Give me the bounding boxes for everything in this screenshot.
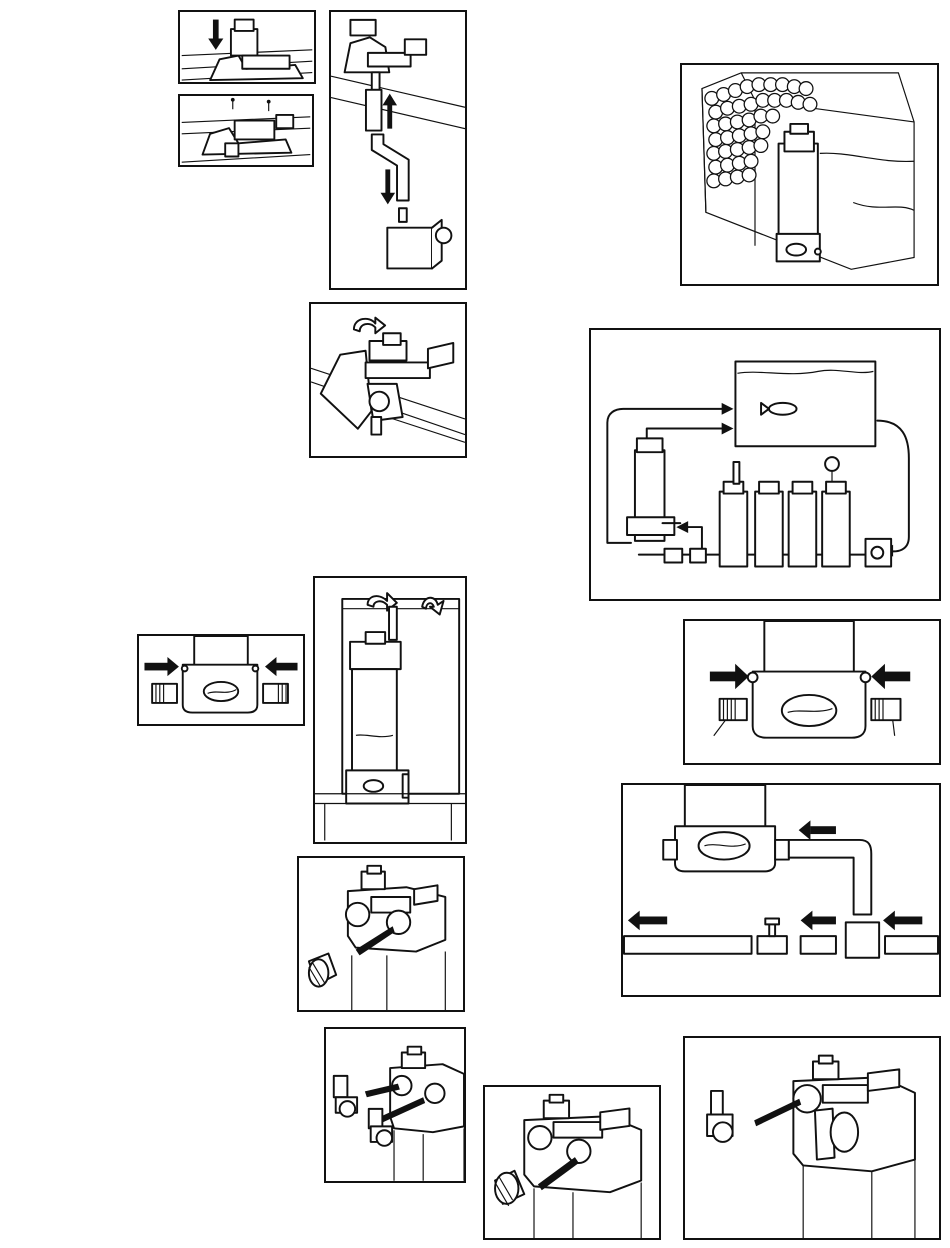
figure-cap-screws bbox=[178, 94, 314, 167]
figure-plumbing-flow-diagram bbox=[589, 328, 941, 601]
figure-siphon-tube-and-prefilter bbox=[329, 10, 467, 290]
figure-tee-bypass-plumbing bbox=[621, 783, 941, 997]
figure-canister-under-tank bbox=[313, 576, 467, 844]
figure-top-cap-insertion bbox=[178, 10, 316, 84]
figure-canister-in-tank-with-media bbox=[680, 63, 939, 286]
figure-base-fittings-small bbox=[683, 619, 941, 765]
figure-hose-adapter-insert bbox=[297, 856, 465, 1012]
figure-hang-on-rotate bbox=[309, 302, 467, 458]
figure-plug-insert bbox=[483, 1085, 661, 1240]
figure-base-fittings-large bbox=[137, 634, 305, 726]
figure-valve-insert-pair bbox=[324, 1027, 466, 1183]
figure-barbed-fitting-insert bbox=[683, 1036, 941, 1240]
